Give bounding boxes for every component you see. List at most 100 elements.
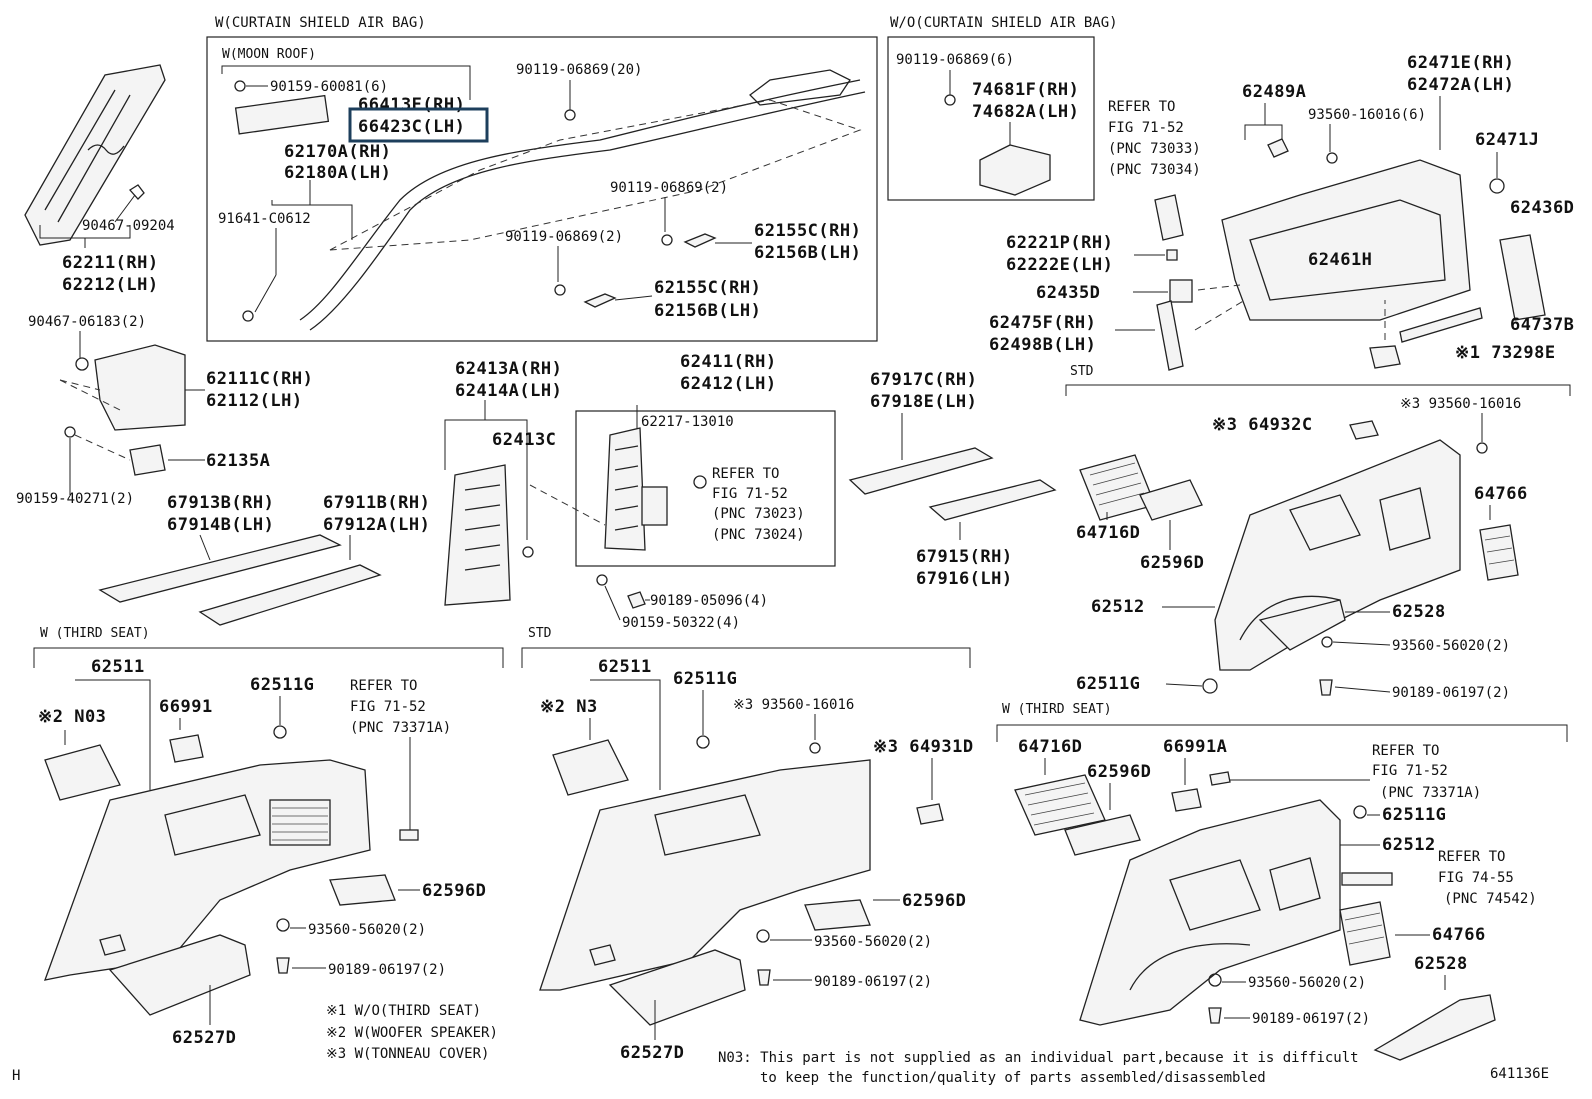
label-62217-13010: 62217-13010 (641, 414, 734, 430)
quarter-trim-62512-r (1214, 439, 1461, 671)
label-62435D: 62435D (1036, 283, 1100, 303)
label-62412: 62412(LH) (680, 374, 777, 394)
section-w-third-right: W (THIRD SEAT) (1002, 702, 1112, 717)
refer-a-3: (PNC 73023) (712, 506, 805, 522)
airbag-dash-outline (329, 99, 862, 251)
label-91641-C0612: 91641-C0612 (218, 211, 311, 227)
label-62135A: 62135A (206, 451, 270, 471)
label-64716D-r2: 64716D (1018, 737, 1082, 757)
label-90189-05096: 90189-05096(4) (650, 593, 768, 609)
note-n03-line1: N03: This part is not supplied as an ind… (718, 1050, 1359, 1066)
section-std-right: STD (1070, 364, 1094, 379)
scuff-plate-67915 (928, 479, 1057, 521)
refer-c-3: (PNC 73371A) (350, 720, 451, 736)
refer-e-3: (PNC 74542) (1444, 891, 1537, 907)
speaker-grille-64716D-r2 (1014, 774, 1106, 836)
label-64766-r: 64766 (1474, 484, 1528, 504)
label-62475F: 62475F(RH) (989, 313, 1096, 333)
pad-62435D (1169, 279, 1193, 303)
label-90159-50322: 90159-50322(4) (622, 615, 740, 631)
label-62436D: 62436D (1510, 198, 1574, 218)
label-62512-r: 62512 (1091, 597, 1145, 617)
label-66991A: 66991A (1163, 737, 1227, 757)
section-wo-curtain: W/O(CURTAIN SHIELD AIR BAG) (890, 15, 1118, 31)
refer-c-2: FIG 71-52 (350, 699, 426, 715)
label-62411: 62411(RH) (680, 352, 777, 372)
refer-b-3: (PNC 73033) (1108, 141, 1201, 157)
label-67912A: 67912A(LH) (323, 515, 430, 535)
refer-e-2: FIG 74-55 (1438, 870, 1514, 886)
seat-belt-guide (641, 486, 668, 526)
outlet-66991 (169, 734, 204, 763)
label-62156B-b: 62156B(LH) (654, 301, 761, 321)
w-third-right-bracket (996, 724, 1568, 742)
label-93560-56020-m: 93560-56020(2) (814, 934, 932, 950)
pocket-62596D-r2 (1064, 814, 1141, 856)
clip-62155C-a (683, 233, 717, 248)
bolt-90119-20 (564, 109, 576, 121)
label-62471J: 62471J (1475, 130, 1539, 150)
label-64932C: ※3 64932C (1212, 415, 1313, 435)
seat-belt-cover-73033 (1154, 194, 1184, 241)
a-pillar-garnish (24, 64, 166, 246)
label-90467-06183: 90467-06183(2) (28, 314, 146, 330)
label-62156B-a: 62156B(LH) (754, 243, 861, 263)
hook-64931D (916, 803, 944, 825)
corner-letter: H (12, 1068, 20, 1084)
label-62413C: 62413C (492, 430, 556, 450)
label-62180A: 62180A(LH) (284, 163, 391, 183)
cover-62528-r (1258, 599, 1346, 651)
pocket-62596D-r (1139, 479, 1203, 521)
label-62498B: 62498B(LH) (989, 335, 1096, 355)
label-62414A: 62414A(LH) (455, 381, 562, 401)
scuff-plate-67911B (198, 564, 382, 626)
label-90159-60081: 90159-60081(6) (270, 79, 388, 95)
label-62413A: 62413A(RH) (455, 359, 562, 379)
label-67916: 67916(LH) (916, 569, 1013, 589)
cowl-side-trim-62111C (94, 344, 186, 431)
label-90189-06197-m: 90189-06197(2) (814, 974, 932, 990)
label-62527D-m: 62527D (620, 1043, 684, 1063)
label-62112: 62112(LH) (206, 391, 303, 411)
label-62511G-r2: 62511G (1382, 805, 1446, 825)
pocket-62596D-m (804, 899, 871, 931)
label-62155C-b: 62155C(RH) (654, 278, 761, 298)
label-67911B: 67911B(RH) (323, 493, 430, 513)
note-2: ※2 W(WOOFER SPEAKER) (326, 1025, 498, 1041)
curtain-airbag-frame (206, 36, 878, 342)
label-62489A: 62489A (1242, 82, 1306, 102)
section-w-moon-roof: W(MOON ROOF) (222, 47, 316, 62)
label-93560-16016-6: 93560-16016(6) (1308, 107, 1426, 123)
quarter-trim-upper-62471E (1221, 159, 1471, 321)
refer-a-1: REFER TO (712, 466, 779, 482)
figure-code: 641136E (1490, 1066, 1549, 1082)
outlet-66991A (1171, 788, 1202, 812)
label-n03-l: ※2 N03 (38, 707, 106, 727)
label-90189-06197-r2: 90189-06197(2) (1252, 1011, 1370, 1027)
bolt-90159-60081 (234, 80, 246, 92)
label-62511G-r: 62511G (1076, 674, 1140, 694)
std-right-bracket (1065, 384, 1571, 396)
section-w-curtain: W(CURTAIN SHIELD AIR BAG) (215, 15, 426, 31)
label-62528-r: 62528 (1392, 602, 1446, 622)
label-67918E: 67918E(LH) (870, 392, 977, 412)
label-90119-06869-2b: 90119-06869(2) (505, 229, 623, 245)
label-93560-56020-r: 93560-56020(2) (1392, 638, 1510, 654)
section-w-third-left: W (THIRD SEAT) (40, 626, 150, 641)
refer-b-1: REFER TO (1108, 99, 1175, 115)
note-n03-line2: to keep the function/quality of parts as… (760, 1070, 1266, 1086)
label-62596D-l: 62596D (422, 881, 486, 901)
w-third-left-bracket (33, 647, 504, 668)
label-62511G-m: 62511G (673, 669, 737, 689)
label-62211: 62211(RH) (62, 253, 159, 273)
refer-e-1: REFER TO (1438, 849, 1505, 865)
std-mid-bracket (521, 647, 971, 668)
clip-62135A (129, 444, 166, 476)
label-62527D-l: 62527D (172, 1028, 236, 1048)
label-64931D: ※3 64931D (873, 737, 974, 757)
vent-62475F (1156, 300, 1184, 371)
strip-64737B (1399, 307, 1483, 343)
label-64766-r2: 64766 (1432, 925, 1486, 945)
pocket-62596D-l (329, 874, 396, 906)
refer-d-1: REFER TO (1372, 743, 1439, 759)
